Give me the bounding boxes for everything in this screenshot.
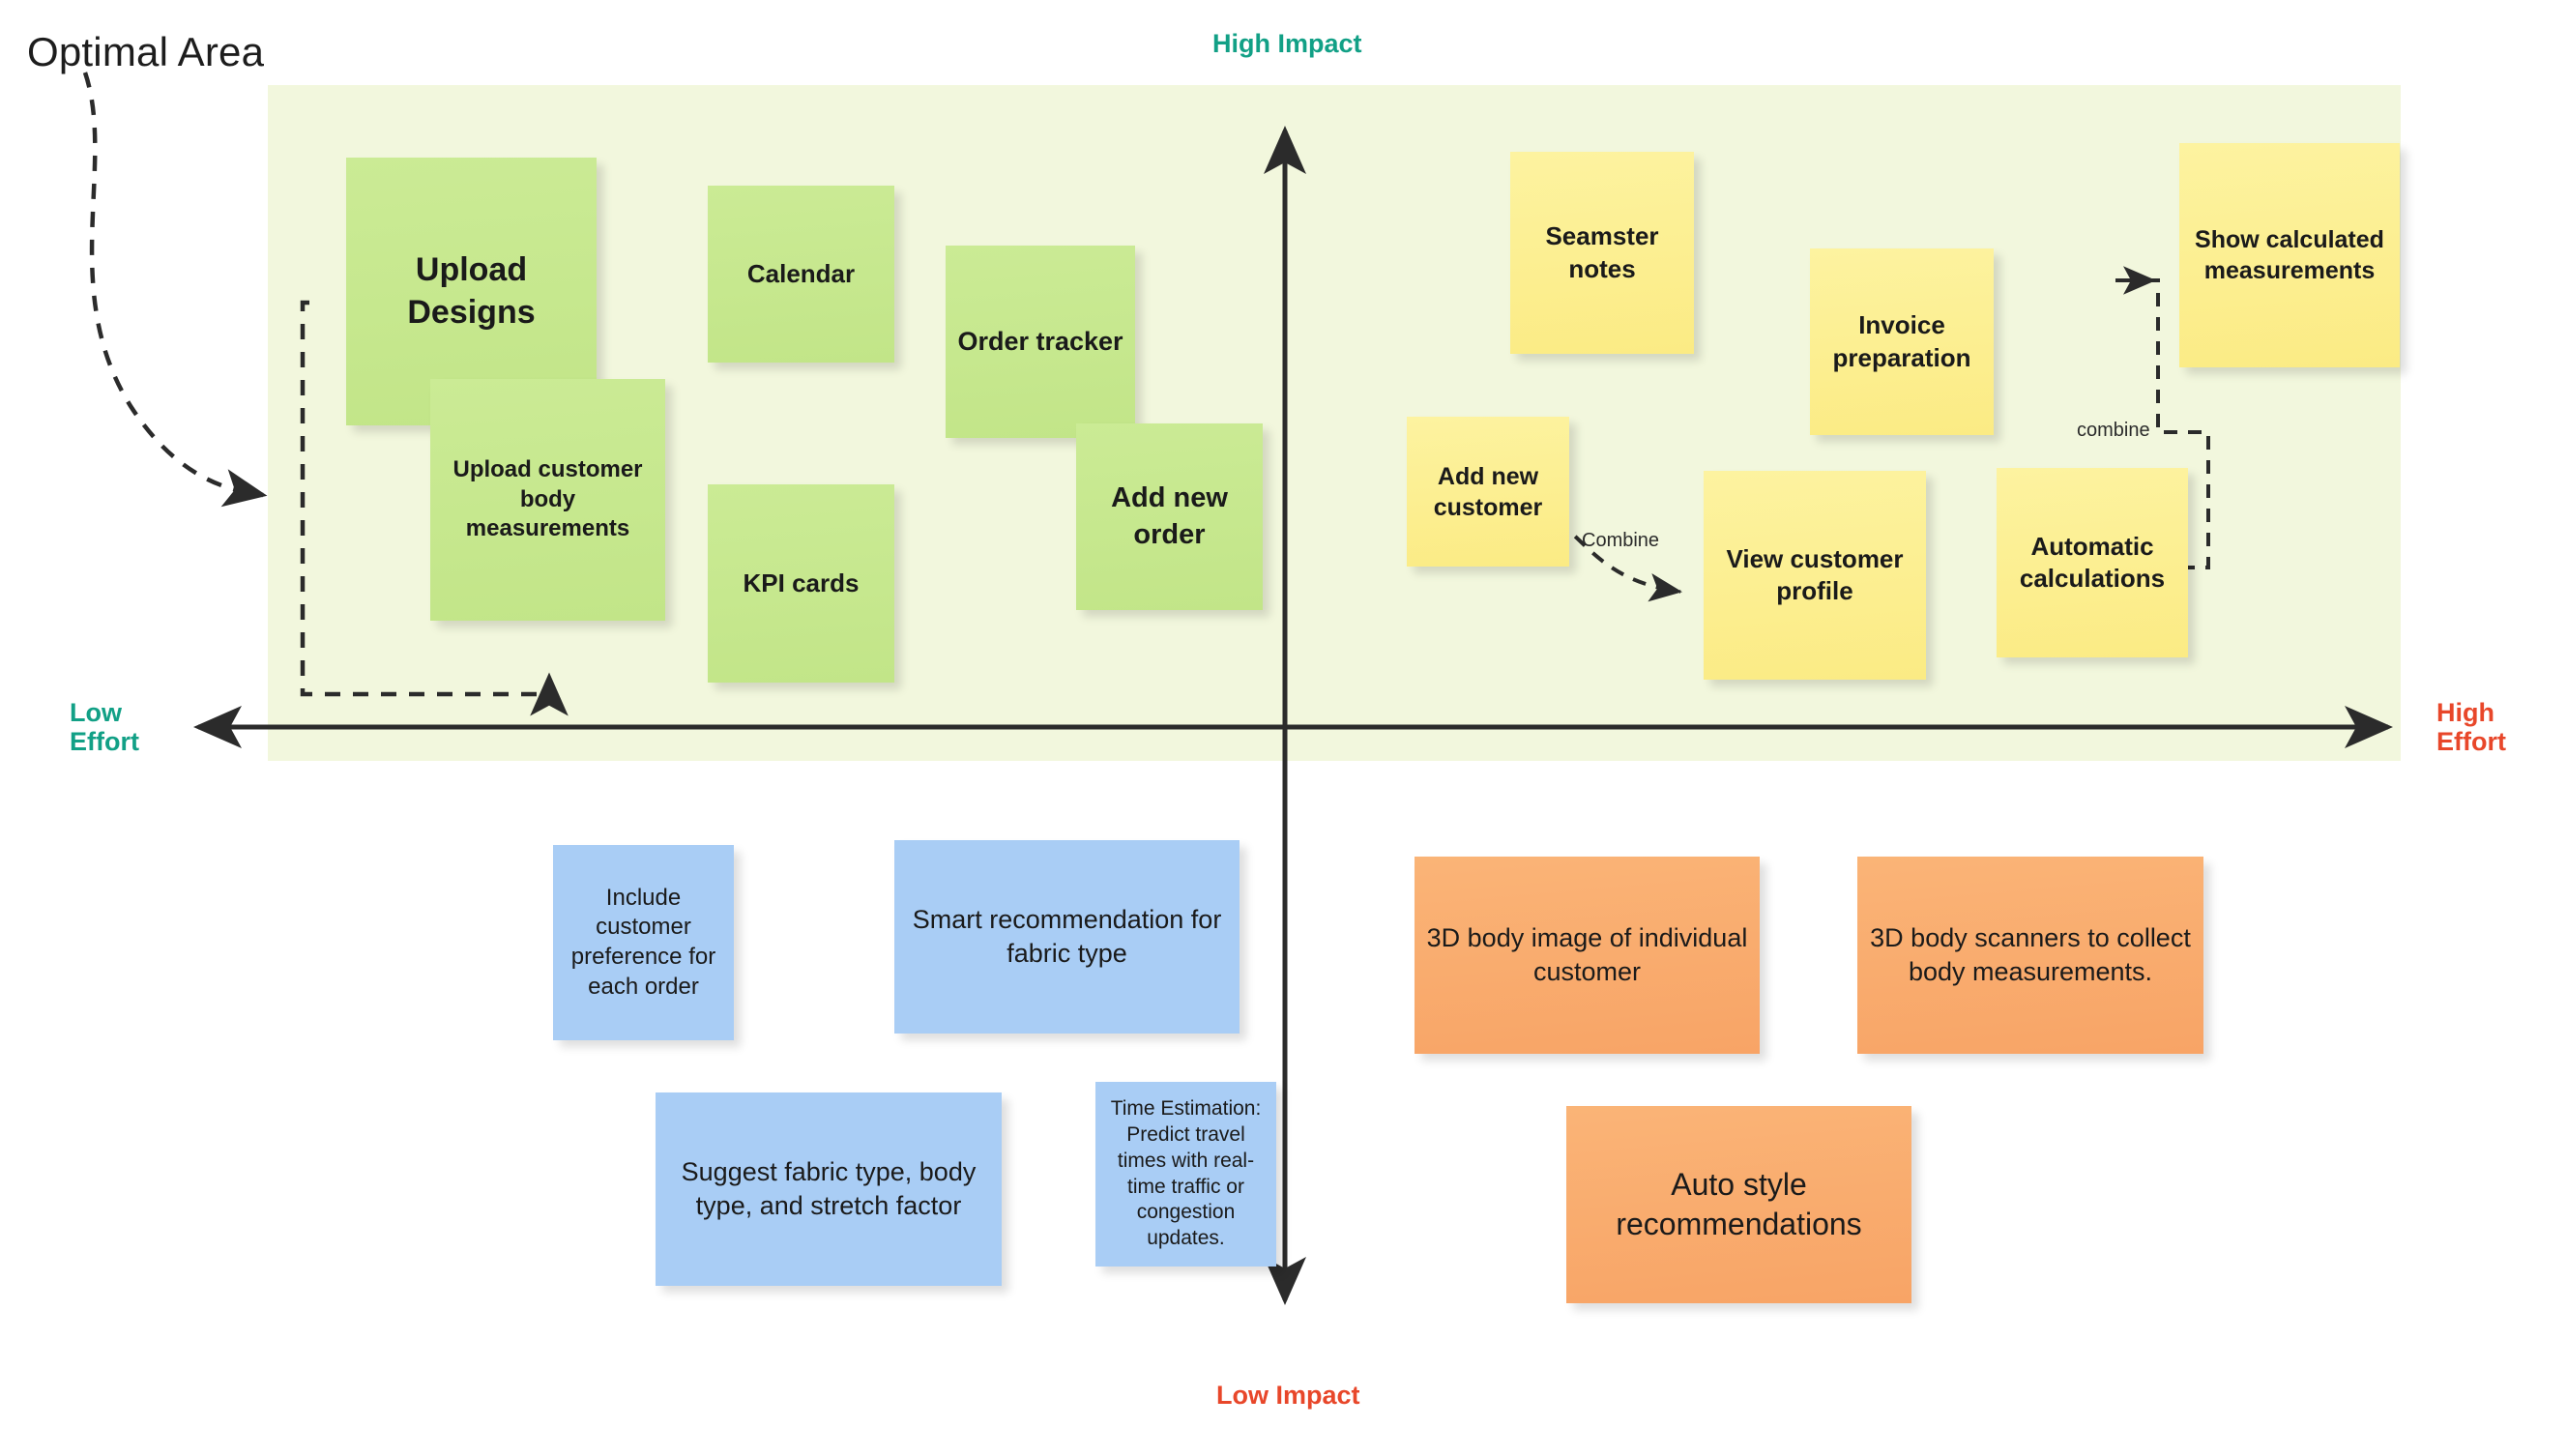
note-3d-body-scanners[interactable]: 3D body scanners to collect body measure…	[1857, 857, 2203, 1054]
note-text: Seamster notes	[1545, 221, 1659, 283]
note-text: Auto style recommendations	[1616, 1167, 1862, 1241]
note-invoice-preparation[interactable]: Invoice preparation	[1810, 248, 1994, 435]
note-automatic-calculations[interactable]: Automatic calculations	[1997, 468, 2188, 657]
axis-label-high-effort-line2: Effort	[2436, 727, 2506, 757]
note-3d-body-image[interactable]: 3D body image of individual customer	[1415, 857, 1760, 1054]
note-include-customer-preference[interactable]: Include customer preference for each ord…	[553, 845, 734, 1040]
note-text: Add new customer	[1433, 462, 1543, 521]
axis-label-low-impact: Low Impact	[1216, 1381, 1360, 1410]
note-text: View customer profile	[1726, 543, 1904, 605]
note-kpi-cards[interactable]: KPI cards	[708, 484, 894, 683]
note-suggest-fabric-body-stretch[interactable]: Suggest fabric type, body type, and stre…	[656, 1092, 1002, 1286]
note-show-calculated-measurements[interactable]: Show calculated measurements	[2179, 143, 2400, 367]
note-text: 3D body scanners to collect body measure…	[1870, 923, 2191, 986]
axis-label-high-effort-line1: High	[2436, 698, 2494, 727]
page-title: Optimal Area	[27, 29, 265, 74]
note-add-new-order[interactable]: Add new order	[1076, 423, 1263, 610]
note-text: Suggest fabric type, body type, and stre…	[681, 1157, 977, 1220]
note-calendar[interactable]: Calendar	[708, 186, 894, 363]
note-text: Invoice preparation	[1832, 310, 1971, 372]
note-text: Upload customer body measurements	[452, 455, 643, 542]
axis-label-high-impact: High Impact	[1212, 29, 1362, 58]
connector-label-combine-customer: Combine	[1582, 530, 1660, 551]
note-text: Calendar	[746, 258, 856, 288]
axis-label-low-effort-line2: Effort	[70, 727, 139, 757]
axis-label-high-effort: High Effort	[2436, 698, 2506, 756]
note-order-tracker[interactable]: Order tracker	[946, 246, 1135, 438]
axis-label-low-effort-line1: Low	[70, 698, 122, 727]
note-text: Time Estimation: Predict travel times wi…	[1110, 1096, 1262, 1250]
optimal-area-pointer-curve	[82, 72, 268, 508]
note-text: Automatic calculations	[2019, 531, 2166, 593]
note-text: Show calculated measurements	[2195, 226, 2384, 284]
note-seamster-notes[interactable]: Seamster notes	[1510, 152, 1694, 354]
note-text: KPI cards	[743, 568, 860, 597]
note-add-new-customer[interactable]: Add new customer	[1407, 417, 1569, 567]
axis-label-low-effort: Low Effort	[70, 698, 139, 756]
note-auto-style-recommendations[interactable]: Auto style recommendations	[1566, 1106, 1911, 1303]
note-text: Order tracker	[957, 327, 1123, 357]
note-upload-customer-body-measurements[interactable]: Upload customer body measurements	[430, 379, 665, 621]
note-text: Upload Designs	[407, 250, 536, 331]
note-text: Smart recommendation for fabric type	[912, 905, 1222, 968]
note-smart-recommendation-fabric-type[interactable]: Smart recommendation for fabric type	[894, 840, 1240, 1034]
note-time-estimation[interactable]: Time Estimation: Predict travel times wi…	[1095, 1082, 1276, 1267]
connector-label-combine-measurements: combine	[2077, 420, 2150, 441]
note-view-customer-profile[interactable]: View customer profile	[1704, 471, 1926, 680]
note-text: 3D body image of individual customer	[1426, 923, 1748, 986]
note-text: Include customer preference for each ord…	[570, 884, 716, 1000]
note-text: Add new order	[1111, 482, 1228, 550]
